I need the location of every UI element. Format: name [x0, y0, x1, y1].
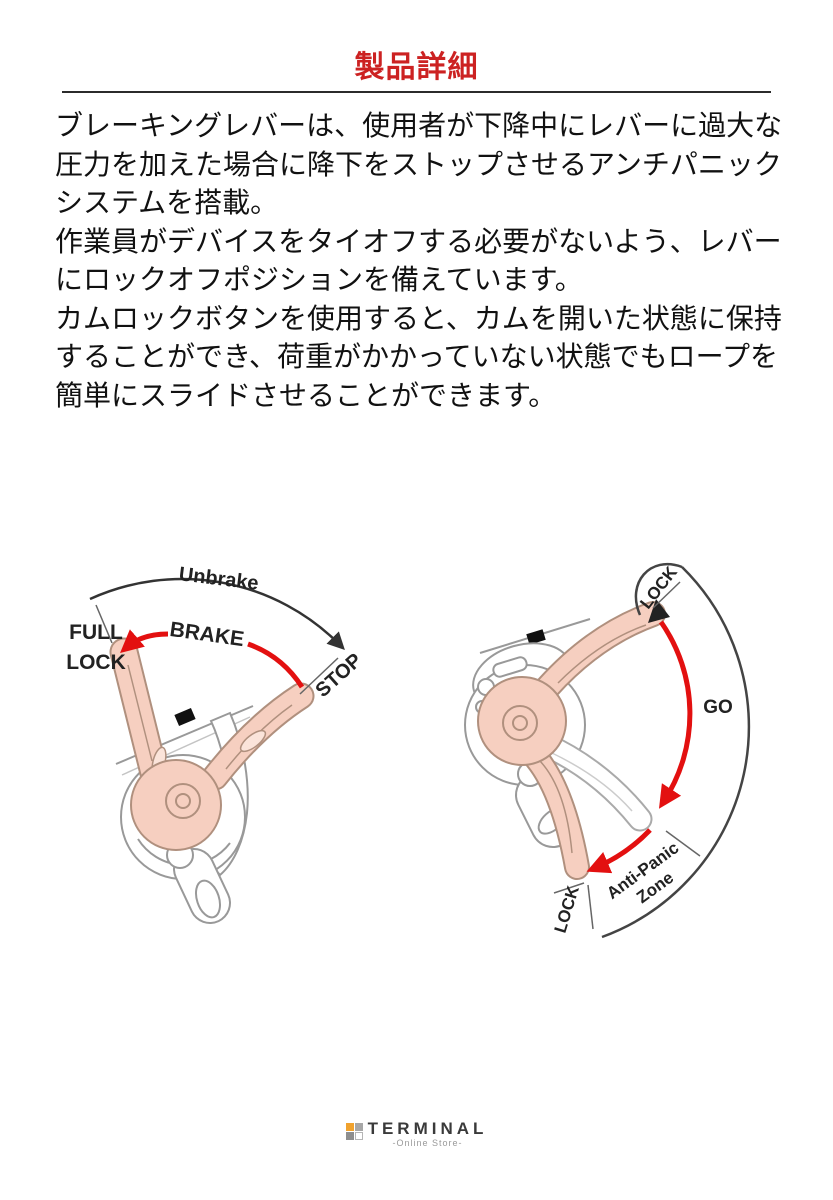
cam-lock-button	[174, 707, 196, 727]
brake-label: BRAKE	[168, 618, 245, 651]
stop-tick	[299, 657, 339, 695]
description-paragraph: カムロックボタンを使用すると、カムを開いた状態に保持することができ、荷重がかかっ…	[55, 302, 782, 411]
lever-stop-position	[203, 684, 313, 789]
descender-device-front	[464, 599, 670, 880]
lever-slot	[239, 729, 267, 753]
diagram-brake-unbrake: Unbrake FULL LOCK BRAKE STOP	[18, 537, 408, 997]
description-paragraph: 作業員がデバイスをタイオフする必要がないよう、レバーにロックオフポジションを備え…	[55, 225, 782, 296]
logo-brand: TERMINAL	[367, 1119, 488, 1138]
range-outline-arc	[601, 566, 751, 939]
go-antipanic-tick	[665, 830, 701, 857]
lock-bottom-tick	[587, 884, 594, 930]
go-label: GO	[703, 697, 733, 718]
lever-tip-pointer-icon	[648, 599, 670, 623]
page-header: 製品詳細	[0, 0, 833, 93]
descender-device-side	[109, 637, 315, 924]
product-description: ブレーキングレバーは、使用者が下降中にレバーに過大な圧力を加えた場合に降下をスト…	[55, 107, 785, 415]
diagram-anti-panic: LOCK GO Anti-Panic Zone LOCK	[450, 537, 815, 997]
lever-lock-top-position	[537, 603, 664, 698]
cam	[130, 759, 222, 851]
brake-arc	[247, 641, 305, 689]
attachment-hole	[195, 879, 221, 919]
lock-bottom-tick	[553, 882, 585, 894]
cam-axle	[502, 705, 538, 741]
annotations: Unbrake FULL LOCK BRAKE STOP	[66, 563, 366, 702]
cam-axle	[165, 783, 201, 819]
page-title: 製品詳細	[354, 51, 479, 84]
description-paragraph: ブレーキングレバーは、使用者が下降中にレバーに過大な圧力を加えた場合に降下をスト…	[55, 110, 783, 218]
logo-square-gray-dark	[345, 1132, 354, 1140]
cam-axle	[175, 793, 191, 809]
lever-full-lock-position	[111, 639, 169, 794]
logo-tagline: -Online Store-	[392, 1138, 463, 1148]
cam	[477, 676, 567, 766]
cam-axle	[512, 715, 528, 731]
go-arrow	[658, 620, 693, 809]
unbrake-label: Unbrake	[178, 563, 260, 595]
logo-square-orange	[345, 1123, 354, 1131]
plate-slot	[492, 656, 528, 678]
lock-bottom-label: LOCK	[551, 883, 583, 935]
logo-text: TERMINAL -Online Store-	[368, 1120, 488, 1148]
lock-bubble-arc	[634, 562, 683, 616]
logo-square-gray-light	[354, 1123, 363, 1131]
logo-grid-icon	[345, 1123, 363, 1140]
lever-ridge	[551, 752, 633, 812]
full-lock-label: FULL	[69, 621, 123, 644]
title-divider	[62, 91, 771, 93]
unbrake-arrow	[89, 577, 345, 650]
lock-go-tick	[652, 581, 681, 609]
lever-ridge	[539, 760, 573, 854]
cam-lock-button	[526, 629, 546, 645]
full-lock-tick	[95, 604, 113, 644]
lever-ridge	[557, 624, 647, 684]
logo-square-white	[354, 1132, 363, 1140]
brake-arrow	[120, 629, 169, 654]
anti-panic-arrow	[586, 828, 652, 874]
full-lock-label: LOCK	[66, 651, 126, 674]
lever-ridge	[127, 664, 153, 762]
lever-position-diagrams: Unbrake FULL LOCK BRAKE STOP	[0, 537, 833, 997]
store-logo: TERMINAL -Online Store-	[0, 1120, 833, 1148]
